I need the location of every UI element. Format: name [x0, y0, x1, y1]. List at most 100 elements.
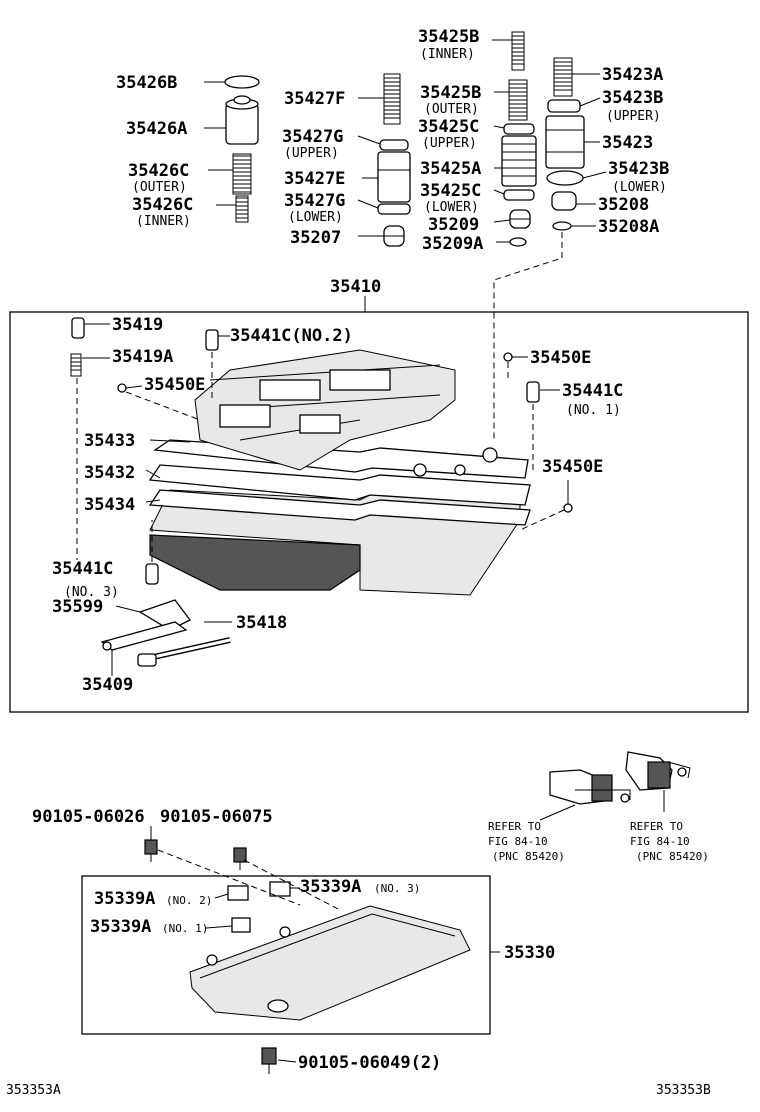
- refer-a-line2: FIG 84-10: [488, 835, 548, 848]
- part-35207-plug: [383, 225, 405, 247]
- labels-valve-body: 35410 35419 35419A 35441C(NO.2) 35450E 3…: [52, 277, 623, 695]
- part-35425B-outer-spring: [508, 79, 528, 121]
- label-35208: 35208: [598, 195, 649, 215]
- part-35423-plunger: [545, 115, 585, 169]
- label-35207: 35207: [290, 228, 341, 248]
- part-35423B-lower: [546, 170, 584, 186]
- label-bolt-90105-06075: 90105-06075: [160, 807, 273, 827]
- label-35423B-lower: 35423B: [608, 159, 669, 179]
- labels-refer: REFER TO FIG 84-10 (PNC 85420) REFER TO …: [488, 820, 709, 863]
- label-35330: 35330: [504, 943, 555, 963]
- qualifier-upper-1: (UPPER): [284, 146, 339, 161]
- guide-dashes-top: [493, 232, 563, 440]
- label-35425B-outer: 35425B: [420, 83, 481, 103]
- ball-35450E-a: [117, 383, 127, 393]
- label-35427G-upper: 35427G: [282, 127, 343, 147]
- part-35441C-no1-check-ball: [526, 381, 540, 403]
- qualifier-inner-2: (INNER): [420, 47, 475, 62]
- qualifier-no3: (NO. 3): [64, 585, 119, 600]
- label-35426B: 35426B: [116, 73, 177, 93]
- label-35410: 35410: [330, 277, 381, 297]
- label-35425C-lower: 35425C: [420, 181, 481, 201]
- label-35450E-a: 35450E: [144, 375, 205, 395]
- leader-lines-pan: [150, 826, 341, 1063]
- part-35423B-upper: [547, 99, 581, 113]
- label-35426A: 35426A: [126, 119, 187, 139]
- label-35427G-lower: 35427G: [284, 191, 345, 211]
- part-35427G-lower: [377, 203, 411, 215]
- refer-b-line1: REFER TO: [630, 820, 683, 833]
- leader-lines-valve: [76, 323, 569, 676]
- part-35441C-no3-check-ball: [145, 563, 159, 585]
- refer-b-line2: FIG 84-10: [630, 835, 690, 848]
- ball-35450E-c: [563, 503, 573, 513]
- label-35339A-no2: 35339A: [94, 889, 155, 909]
- label-35423B-upper: 35423B: [602, 88, 663, 108]
- label-35450E-b: 35450E: [530, 348, 591, 368]
- footer-code-right: 353353B: [656, 1083, 711, 1098]
- label-35441C-no1: 35441C: [562, 381, 623, 401]
- label-35433: 35433: [84, 431, 135, 451]
- qualifier-lower-3: (LOWER): [612, 180, 667, 195]
- label-35423: 35423: [602, 133, 653, 153]
- drain-bolt-90105-06049: [261, 1047, 277, 1074]
- ball-35450E-b: [503, 352, 513, 362]
- part-35426A-plug: [225, 95, 259, 145]
- part-35599-plate: [138, 599, 191, 631]
- part-35208A-ring: [552, 221, 572, 231]
- valve-body-assembly-frame: [9, 311, 749, 713]
- label-35423A: 35423A: [602, 65, 663, 85]
- part-35423A-spring: [553, 57, 573, 97]
- label-35425B-inner: 35425B: [418, 27, 479, 47]
- oil-pan-35330: [189, 905, 471, 1021]
- bolt-90105-06026: [144, 839, 158, 862]
- label-35339A-no1: 35339A: [90, 917, 151, 937]
- label-35427F: 35427F: [284, 89, 345, 109]
- refer-a-line3: (PNC 85420): [492, 850, 565, 863]
- part-35425C-lower: [503, 189, 535, 201]
- part-35426B-cap: [224, 75, 260, 89]
- footer-code-left: 353353A: [6, 1083, 61, 1098]
- magnets-35339A: [227, 881, 291, 933]
- part-35418-manual-valve: [137, 637, 231, 667]
- part-35208-plug: [551, 191, 577, 211]
- label-35418: 35418: [236, 613, 287, 633]
- qualifier-g-no1: (NO. 1): [162, 922, 208, 935]
- part-35419-pin: [71, 317, 85, 339]
- label-35209: 35209: [428, 215, 479, 235]
- label-35425A: 35425A: [420, 159, 481, 179]
- label-bolt-90105-06026: 90105-06026: [32, 807, 145, 827]
- label-35434: 35434: [84, 495, 135, 515]
- qualifier-inner-1: (INNER): [136, 214, 191, 229]
- part-35427F-spring: [383, 73, 401, 125]
- qualifier-lower-2: (LOWER): [424, 200, 479, 215]
- part-35427E-plunger: [377, 151, 411, 203]
- label-35427E: 35427E: [284, 169, 345, 189]
- label-35425C-upper: 35425C: [418, 117, 479, 137]
- leader-lines-top: [204, 39, 607, 243]
- label-35426C-outer: 35426C: [128, 161, 189, 181]
- qualifier-upper-2: (UPPER): [422, 136, 477, 151]
- qualifier-outer-2: (OUTER): [424, 102, 479, 117]
- label-35426C-inner: 35426C: [132, 195, 193, 215]
- label-35441C-no2: 35441C(NO.2): [230, 326, 353, 346]
- part-35419A-spring: [70, 353, 82, 377]
- labels-top: 35426B 35426A 35426C (OUTER) 35426C (INN…: [116, 27, 669, 254]
- part-35441C-no2-check-ball: [205, 329, 219, 351]
- part-35425C-upper: [503, 123, 535, 135]
- solenoid-a: [539, 769, 631, 821]
- part-35426C-inner-spring: [235, 195, 249, 223]
- bolt-90105-06075: [233, 847, 247, 870]
- oil-pan-frame: [81, 875, 491, 1035]
- label-35450E-c: 35450E: [542, 457, 603, 477]
- refer-a-line1: REFER TO: [488, 820, 541, 833]
- labels-pan: 90105-06026 90105-06075 35339A (NO. 2) 3…: [32, 807, 555, 1073]
- label-35599: 35599: [52, 597, 103, 617]
- qualifier-g-no2: (NO. 2): [166, 894, 212, 907]
- label-drain-bolt: 90105-06049(2): [298, 1053, 441, 1073]
- label-35432: 35432: [84, 463, 135, 483]
- part-35425A-plunger: [501, 135, 537, 187]
- part-35425B-inner-spring: [511, 31, 525, 71]
- label-35208A: 35208A: [598, 217, 659, 237]
